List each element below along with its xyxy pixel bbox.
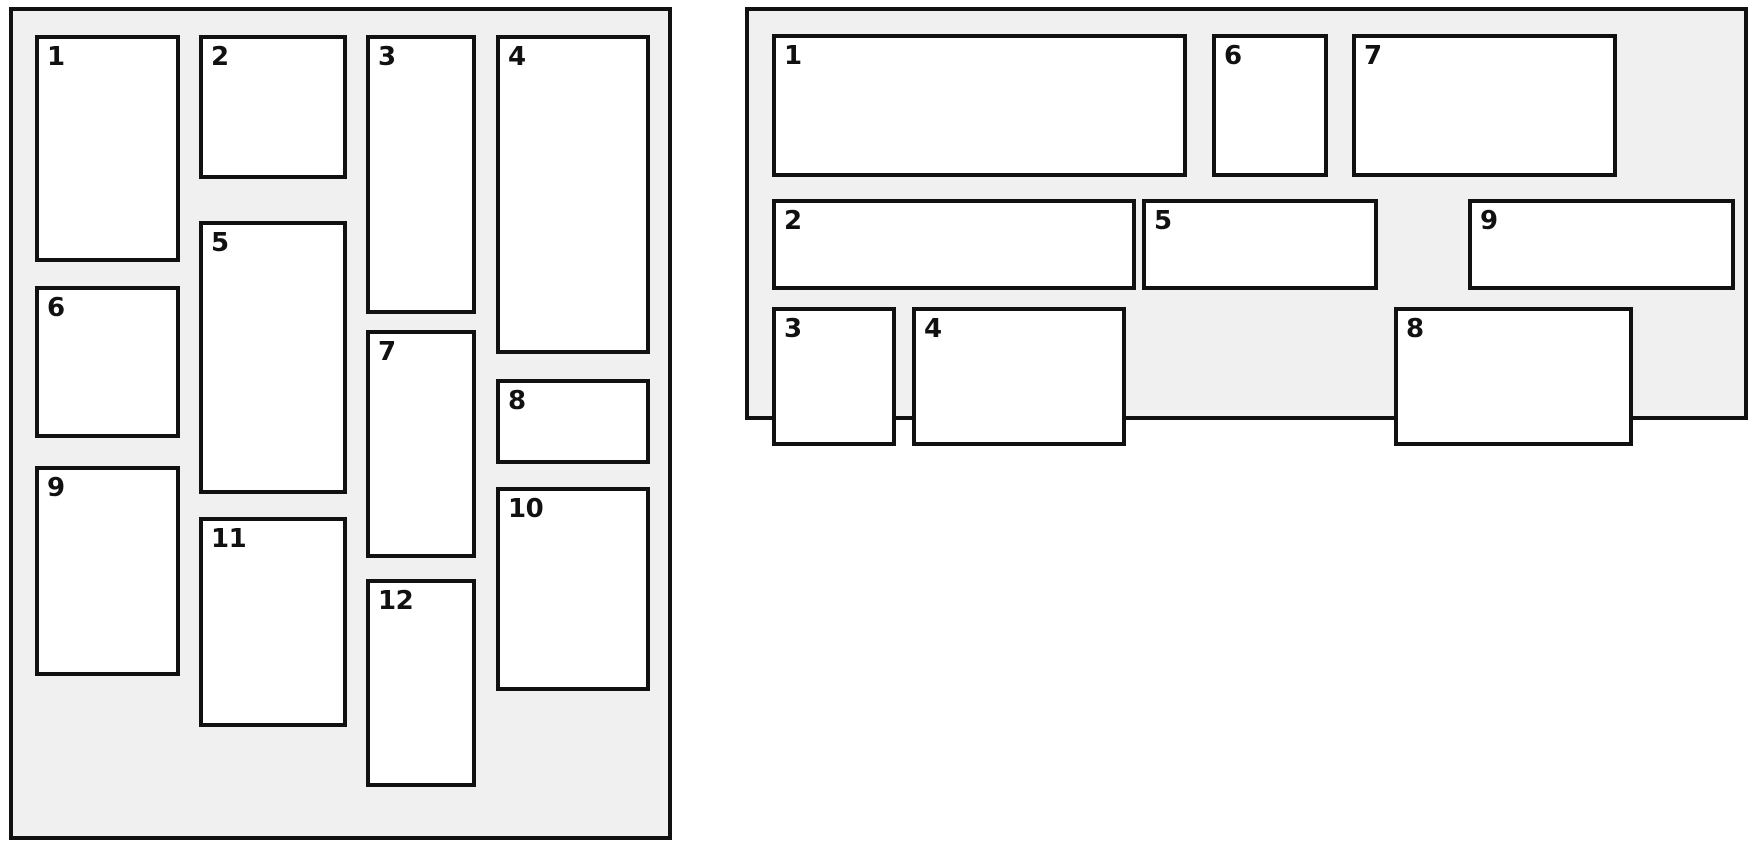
packed-item-label: 3 bbox=[784, 314, 802, 344]
packed-item-label: 3 bbox=[378, 42, 396, 72]
packed-item-9[interactable]: 9 bbox=[35, 466, 180, 676]
packed-item-2[interactable]: 2 bbox=[772, 199, 1136, 290]
packed-item-label: 5 bbox=[211, 228, 229, 258]
packed-item-label: 9 bbox=[1480, 206, 1498, 236]
packed-item-label: 5 bbox=[1154, 206, 1172, 236]
packed-item-label: 4 bbox=[508, 42, 526, 72]
packed-item-2[interactable]: 2 bbox=[199, 35, 347, 179]
packed-item-8[interactable]: 8 bbox=[1394, 307, 1633, 446]
packed-item-1[interactable]: 1 bbox=[772, 34, 1187, 177]
packed-item-label: 2 bbox=[784, 206, 802, 236]
packed-item-label: 2 bbox=[211, 42, 229, 72]
packed-item-label: 1 bbox=[784, 41, 802, 71]
packed-item-4[interactable]: 4 bbox=[912, 307, 1126, 446]
packed-item-9[interactable]: 9 bbox=[1468, 199, 1735, 290]
packed-item-6[interactable]: 6 bbox=[35, 286, 180, 438]
packed-item-6[interactable]: 6 bbox=[1212, 34, 1328, 177]
packed-item-12[interactable]: 12 bbox=[366, 579, 476, 787]
packed-item-7[interactable]: 7 bbox=[366, 330, 476, 558]
packed-item-5[interactable]: 5 bbox=[1142, 199, 1378, 290]
packed-item-label: 9 bbox=[47, 473, 65, 503]
packed-item-3[interactable]: 3 bbox=[366, 35, 476, 314]
packed-item-label: 6 bbox=[1224, 41, 1242, 71]
packed-item-11[interactable]: 11 bbox=[199, 517, 347, 727]
packed-item-label: 6 bbox=[47, 293, 65, 323]
packed-item-label: 4 bbox=[924, 314, 942, 344]
right-panel: 1 6 7 2 5 9 3 4 8 bbox=[745, 7, 1748, 446]
packed-item-5[interactable]: 5 bbox=[199, 221, 347, 494]
packed-item-label: 7 bbox=[378, 337, 396, 367]
packed-item-label: 8 bbox=[508, 386, 526, 416]
packed-item-label: 8 bbox=[1406, 314, 1424, 344]
packed-item-label: 10 bbox=[508, 494, 544, 524]
packed-item-3[interactable]: 3 bbox=[772, 307, 896, 446]
packed-item-4[interactable]: 4 bbox=[496, 35, 650, 354]
packed-item-label: 11 bbox=[211, 524, 247, 554]
packed-item-label: 12 bbox=[378, 586, 414, 616]
packed-item-1[interactable]: 1 bbox=[35, 35, 180, 262]
packed-item-label: 7 bbox=[1364, 41, 1382, 71]
packed-item-label: 1 bbox=[47, 42, 65, 72]
packed-item-8[interactable]: 8 bbox=[496, 379, 650, 464]
packed-item-7[interactable]: 7 bbox=[1352, 34, 1617, 177]
packed-item-10[interactable]: 10 bbox=[496, 487, 650, 691]
